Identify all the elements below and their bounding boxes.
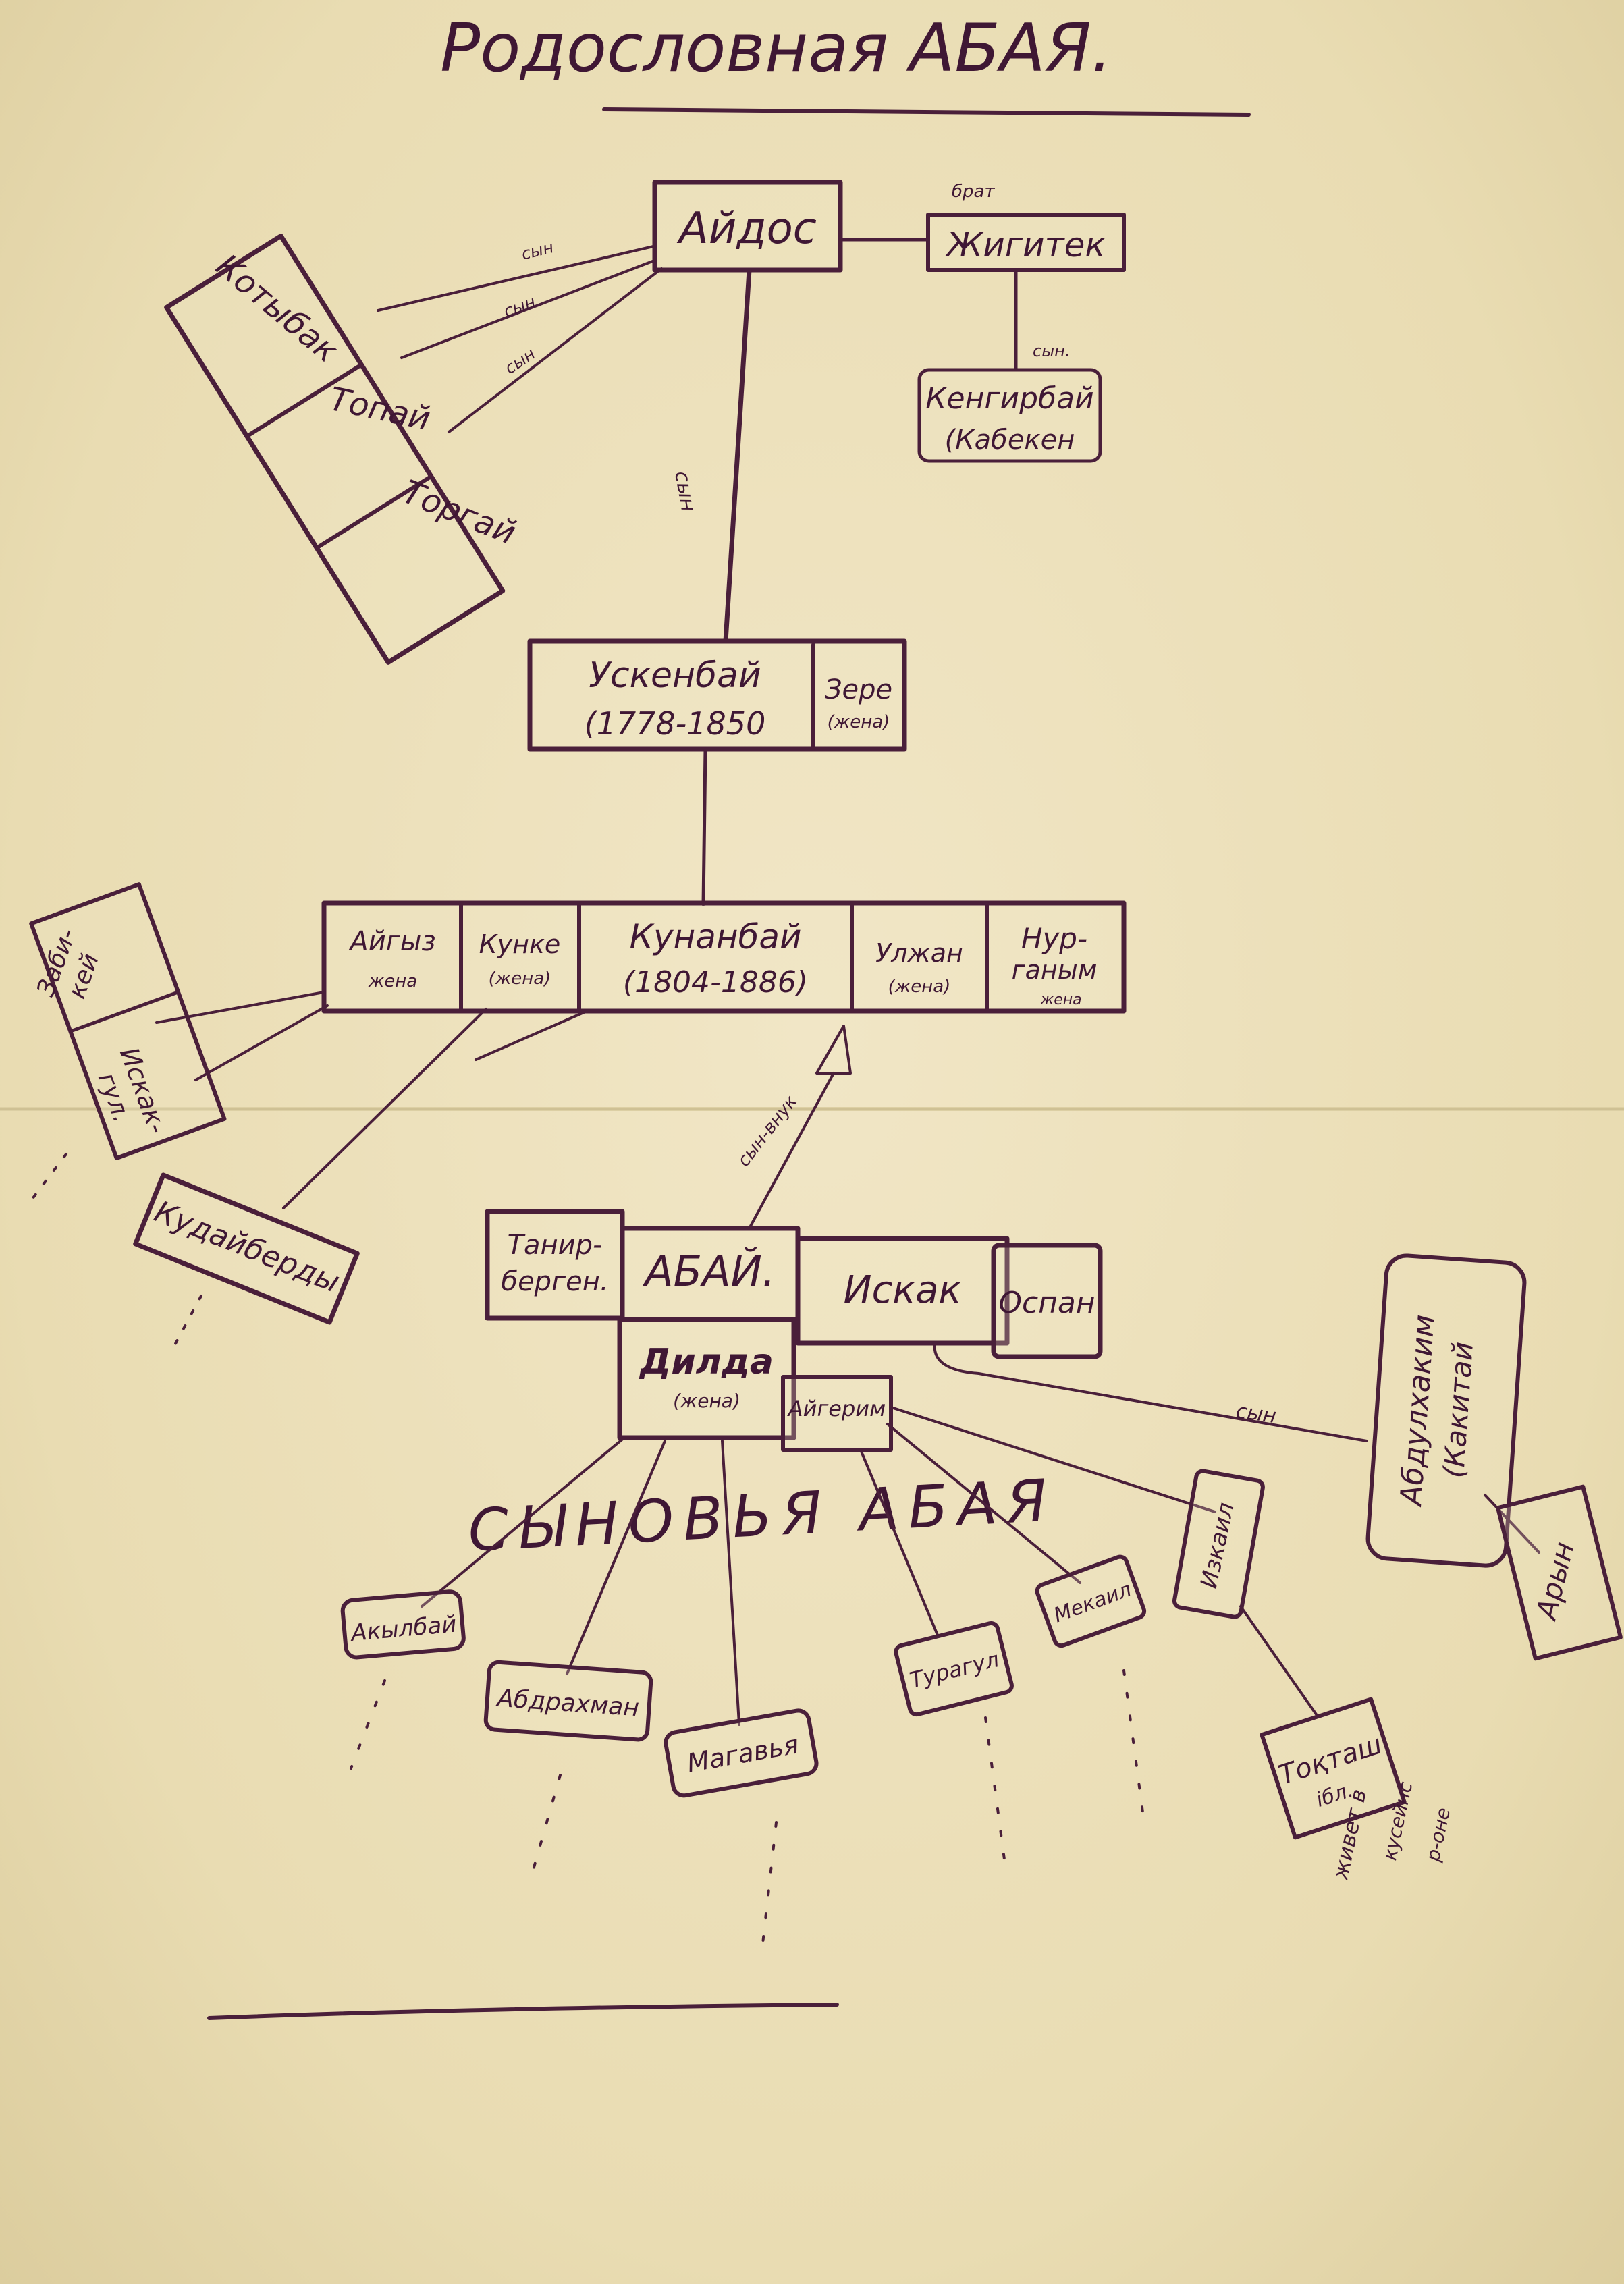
node-aigyz-line2: жена [368, 971, 417, 991]
node-nurgan-line3: жена [1039, 991, 1081, 1008]
edge-label-son-short: сын. [1033, 342, 1070, 360]
node-kengirbai-line1: Кенгирбай [925, 381, 1093, 416]
divider-topai-torgai [315, 474, 433, 550]
node-ulzhan-line2: (жена) [888, 977, 951, 997]
divider-kotybak-topai [244, 362, 364, 439]
edge-label-grandson: сын-внук [734, 1091, 802, 1170]
edge-kunke-kudaiberdy [282, 1008, 487, 1209]
edge-aidos-topai [400, 259, 657, 359]
node-kunanbai-line1: Кунанбай [629, 917, 801, 956]
paper-fold-line [0, 1107, 1624, 1111]
closing-underline [207, 2003, 839, 2020]
node-group-zhabikei-iskakul [29, 882, 227, 1160]
node-aryn [1496, 1484, 1623, 1661]
node-kunke-line1: Кунке [479, 929, 561, 959]
edge-abdulhakim-aryn [1484, 1494, 1540, 1554]
title-underline [602, 107, 1251, 117]
edge-abai-mekailym [886, 1423, 1081, 1584]
node-kunanbai-line2: (1804-1886) [623, 965, 808, 1000]
node-kunke-line2: (жена) [489, 969, 551, 989]
node-tanirbergen [485, 1209, 625, 1321]
node-aidos-label: Айдос [676, 204, 817, 254]
continuation-dots-akylbai [350, 1679, 386, 1770]
node-dilda [617, 1317, 796, 1440]
node-ospan [991, 1243, 1103, 1359]
edge-aigyz-zhabikei [155, 991, 325, 1024]
node-uskenbai [527, 638, 907, 752]
node-column-frame [164, 234, 506, 665]
edge-abai-turagul [859, 1448, 940, 1638]
node-uskenbai-line2: (1778-1850 [585, 705, 766, 742]
node-kengirbai [917, 368, 1102, 463]
node-abdrakhman [483, 1660, 653, 1742]
toktash-note-line3: р-оне [1422, 1805, 1455, 1864]
node-zhigitek-label: Жигитек [944, 225, 1105, 265]
edge-label-son-3: сын [502, 344, 539, 378]
node-dilda-line2: (жена) [673, 1390, 740, 1412]
node-aigerim-label: Айгерим [787, 1396, 886, 1421]
node-ulzhan-line1: Улжан [875, 938, 963, 968]
edge-abai-akylbai [421, 1436, 626, 1608]
node-kengirbai-line2: (Кабекен [945, 425, 1075, 456]
node-abai [620, 1226, 801, 1322]
node-iskak-label: Искак [844, 1268, 962, 1312]
node-tanirbergen-line2: берген. [501, 1266, 608, 1297]
edge-label-son-5: сын [1235, 1399, 1278, 1428]
node-zere-line1: Зере [825, 674, 892, 705]
edge-izkail-toktash [1239, 1605, 1318, 1716]
page-title: Родословная АБАЯ. [440, 10, 1112, 87]
divider-zhabikei-iskakul [68, 990, 180, 1033]
edge-aidos-kotybak [377, 245, 655, 312]
edge-iskak-abdulhakim [933, 1342, 1368, 1442]
edge-label-brother: брат [952, 182, 995, 202]
node-magauya [664, 1708, 819, 1798]
node-abdulhakim [1365, 1253, 1527, 1568]
node-tanirbergen-line1: Танир- [508, 1230, 603, 1261]
edge-uskenbai-kunanbai [701, 747, 707, 906]
continuation-dots-left [29, 1153, 67, 1203]
node-kudaiberdy [133, 1172, 360, 1325]
node-row-kunanbai [321, 900, 1127, 1014]
node-turagul [894, 1621, 1014, 1717]
edge-abai-abdrakhman [566, 1440, 666, 1675]
node-zhigitek [926, 213, 1126, 272]
edge-aidos-uskenbai [723, 267, 752, 644]
edge-aigyz-iskakul [194, 1004, 329, 1081]
edge-label-son-1: сын [520, 238, 556, 264]
edge-kunanbai-abai [748, 1072, 835, 1230]
node-group-kotybak-topai-torgai [164, 234, 506, 665]
node-akylbai [340, 1589, 466, 1660]
continuation-dots-kudaiberdy [171, 1295, 202, 1351]
node-mekailym [1035, 1554, 1147, 1648]
edge-aidos-torgai [448, 267, 663, 433]
node-izkail [1172, 1469, 1265, 1619]
continuation-dots-abdrakhman [532, 1774, 562, 1871]
node-toktash [1260, 1697, 1407, 1840]
edge-label-son-4: сын [670, 469, 700, 513]
node-aigerim [781, 1375, 893, 1452]
node-iskak [795, 1236, 1010, 1346]
continuation-dots-turagul [984, 1716, 1007, 1871]
edge-abai-izkail [890, 1406, 1216, 1513]
arrowhead-kunanbai [815, 1025, 852, 1075]
section-label-abai-sons: СЫНОВЬЯ АБАЯ [466, 1467, 1058, 1565]
node-abai-label: АБАЙ. [642, 1246, 775, 1296]
edge-kunke-kudaiberdy-2 [475, 1011, 585, 1061]
node-aigyz-line1: Айгыз [348, 926, 435, 957]
edge-label-son-2: сын [501, 292, 538, 321]
node-nurgan-line2: ганым [1012, 955, 1098, 985]
node-zhabikei-frame [29, 882, 227, 1160]
continuation-dots-magauya [761, 1821, 778, 1945]
node-nurgan-line1: Нур- [1021, 922, 1087, 955]
continuation-dots-mekailym [1122, 1669, 1145, 1824]
node-uskenbai-line1: Ускенбай [589, 655, 761, 696]
node-zere-line2: (жена) [828, 712, 890, 732]
edge-abai-magauya [721, 1440, 740, 1726]
node-ospan-label: Оспан [998, 1286, 1095, 1320]
node-dilda-line1: Дилда [639, 1342, 774, 1382]
